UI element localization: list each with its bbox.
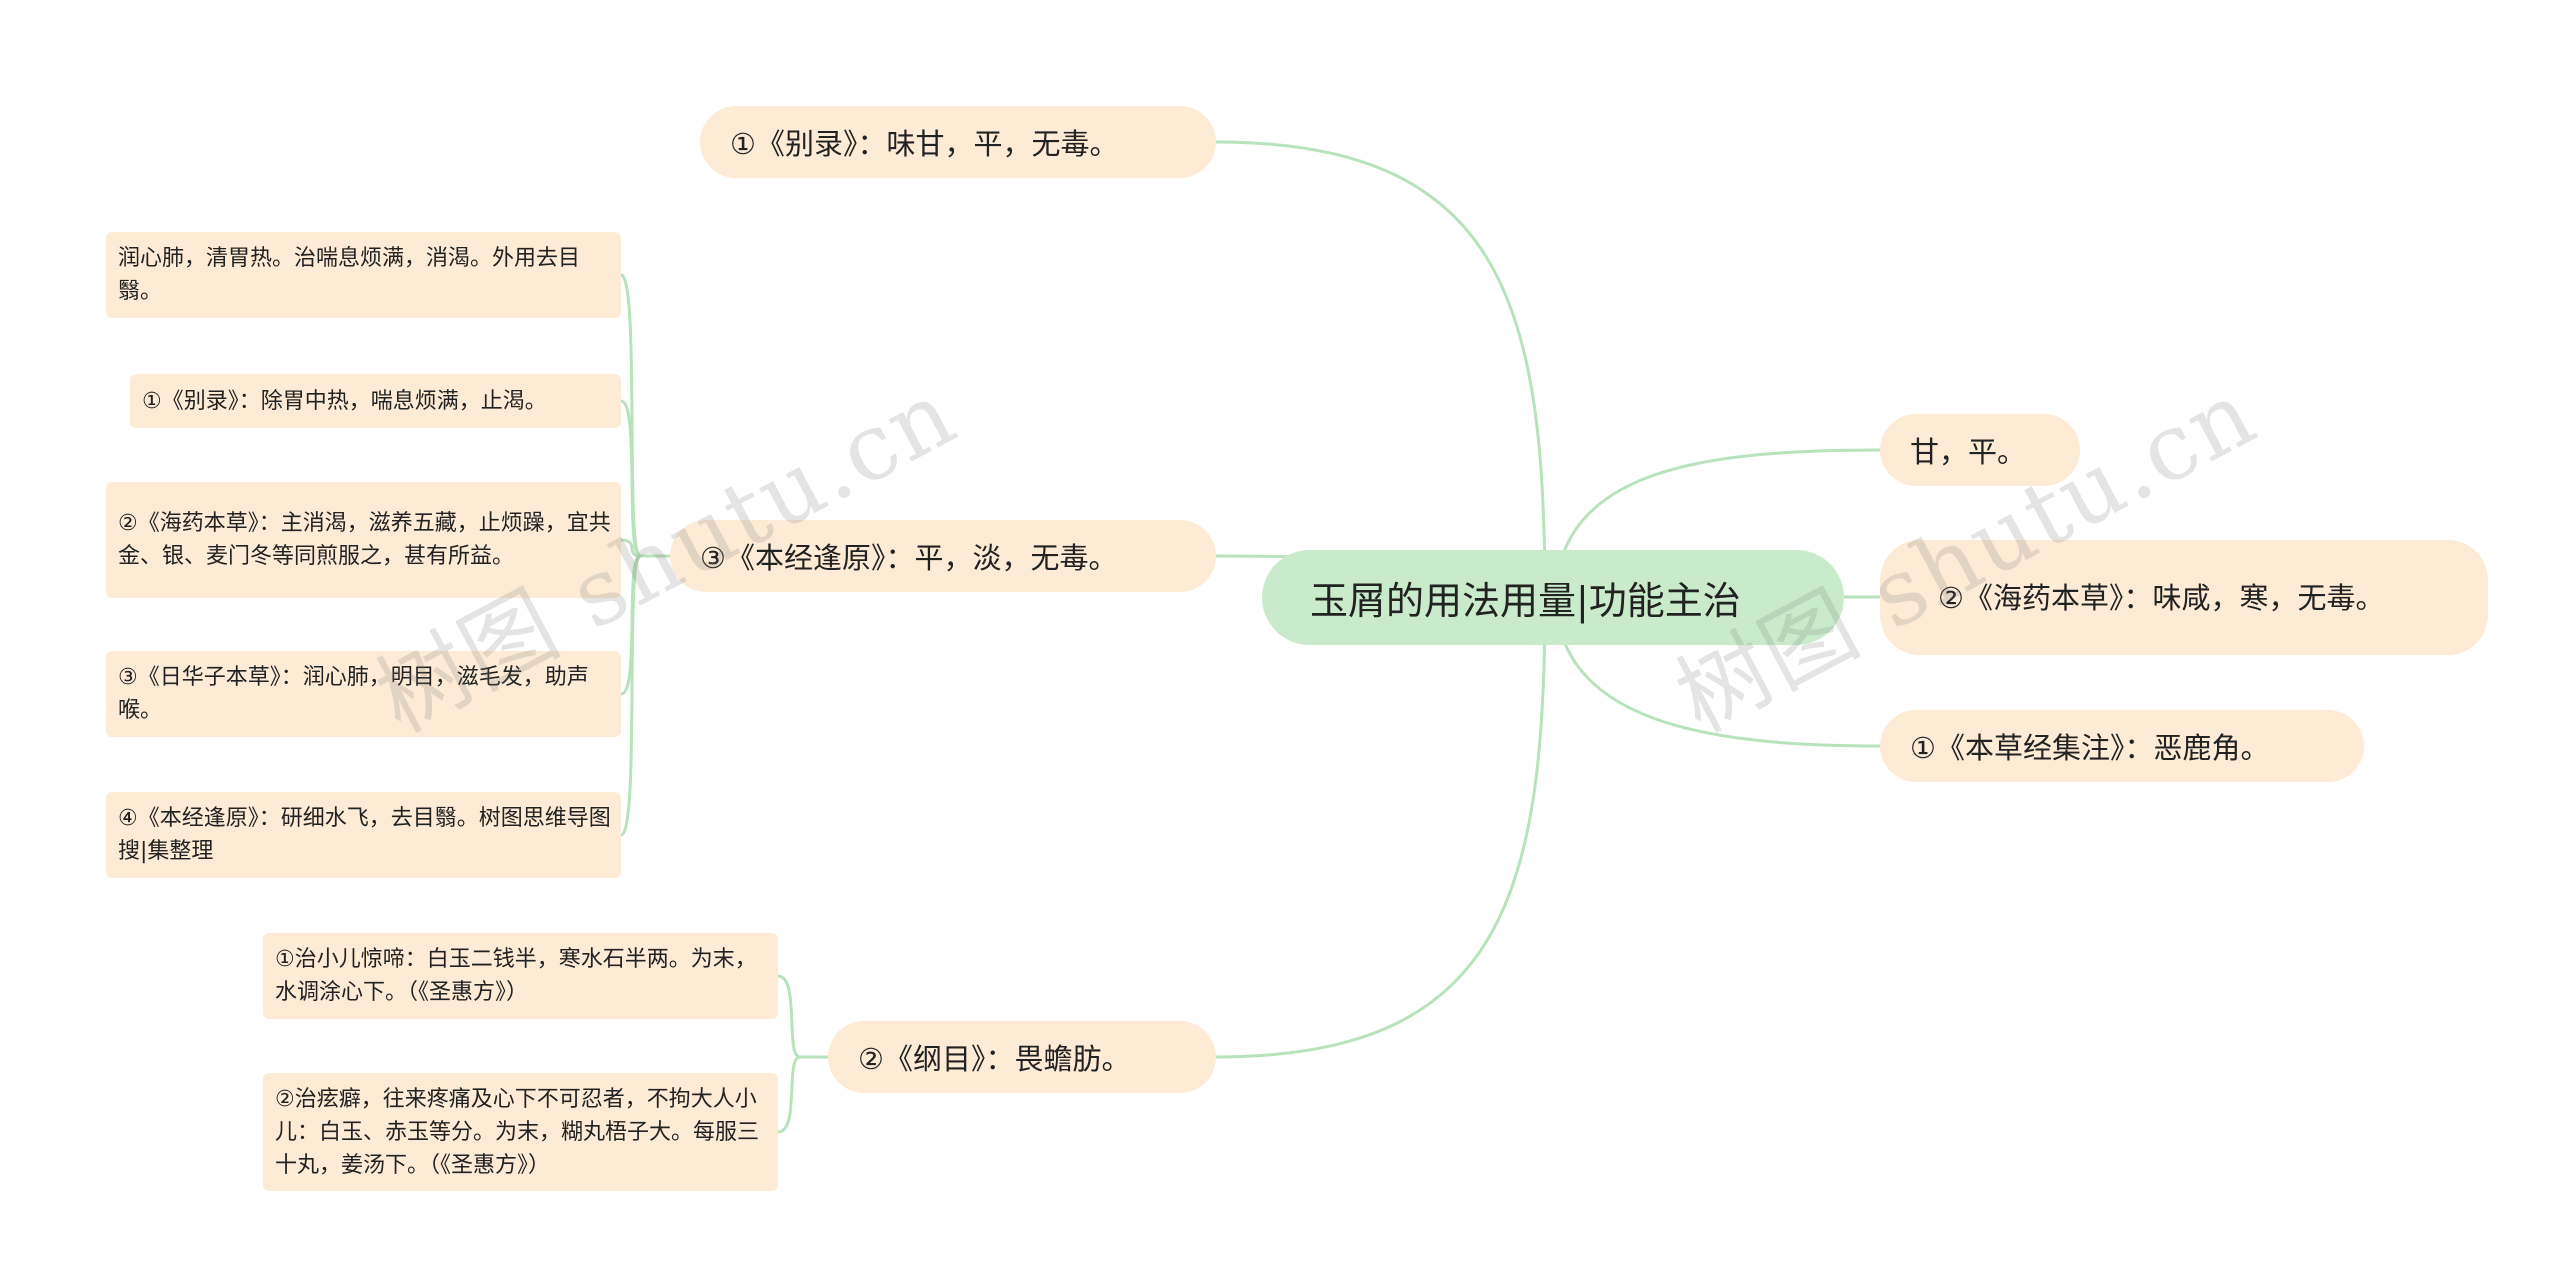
topic-taste-nature[interactable]: 甘，平。 (1880, 414, 2080, 486)
leaf-prescription-2[interactable]: ②治痃癖，往来疼痛及心下不可忍者，不拘大人小儿：白玉、赤玉等分。为末，糊丸梧子大… (263, 1073, 778, 1191)
topic-benjing-fengyuan[interactable]: ③《本经逢原》：平，淡，无毒。 (670, 520, 1216, 592)
central-topic[interactable]: 玉屑的用法用量|功能主治 (1262, 550, 1844, 645)
link-benjing-child-2 (619, 538, 642, 558)
link-gangmu-child-0 (776, 974, 802, 1059)
leaf-prescription-1[interactable]: ①治小儿惊啼：白玉二钱半，寒水石半两。为末，水调涂心下。（《圣惠方》） (263, 933, 778, 1019)
leaf-benjing-usage[interactable]: ④《本经逢原》：研细水飞，去目翳。树图思维导图搜|集整理 (106, 792, 621, 878)
leaf-function-summary[interactable]: 润心肺，清胃热。治喘息烦满，消渴。外用去目翳。 (106, 232, 621, 318)
link-benjing-child-0 (619, 273, 642, 558)
leaf-haiyao-effects[interactable]: ②《海药本草》：主消渴，滋养五藏，止烦躁，宜共金、银、麦门冬等同煎服之，甚有所益… (106, 482, 621, 598)
leaf-rihuazi-effects[interactable]: ③《日华子本草》：润心肺，明目，滋毛发，助声喉。 (106, 651, 621, 737)
link-center-gangmu (1214, 595, 1547, 1059)
link-benjing-child-3 (619, 554, 642, 696)
topic-bencaojing-jizhu[interactable]: ①《本草经集注》：恶鹿角。 (1880, 710, 2364, 782)
topic-bielu-taste[interactable]: ①《别录》：味甘，平，无毒。 (700, 106, 1216, 178)
link-benjing-child-4 (619, 554, 642, 837)
link-center-bielu (1214, 140, 1547, 599)
link-benjing-child-1 (619, 399, 642, 558)
topic-haiyao-bencao[interactable]: ②《海药本草》：味咸，寒，无毒。 (1880, 540, 2488, 655)
leaf-bielu-effects[interactable]: ①《别录》：除胃中热，喘息烦满，止渴。 (130, 374, 621, 428)
link-gangmu-child-1 (776, 1055, 802, 1134)
topic-gangmu[interactable]: ②《纲目》：畏蟾肪。 (828, 1021, 1216, 1093)
